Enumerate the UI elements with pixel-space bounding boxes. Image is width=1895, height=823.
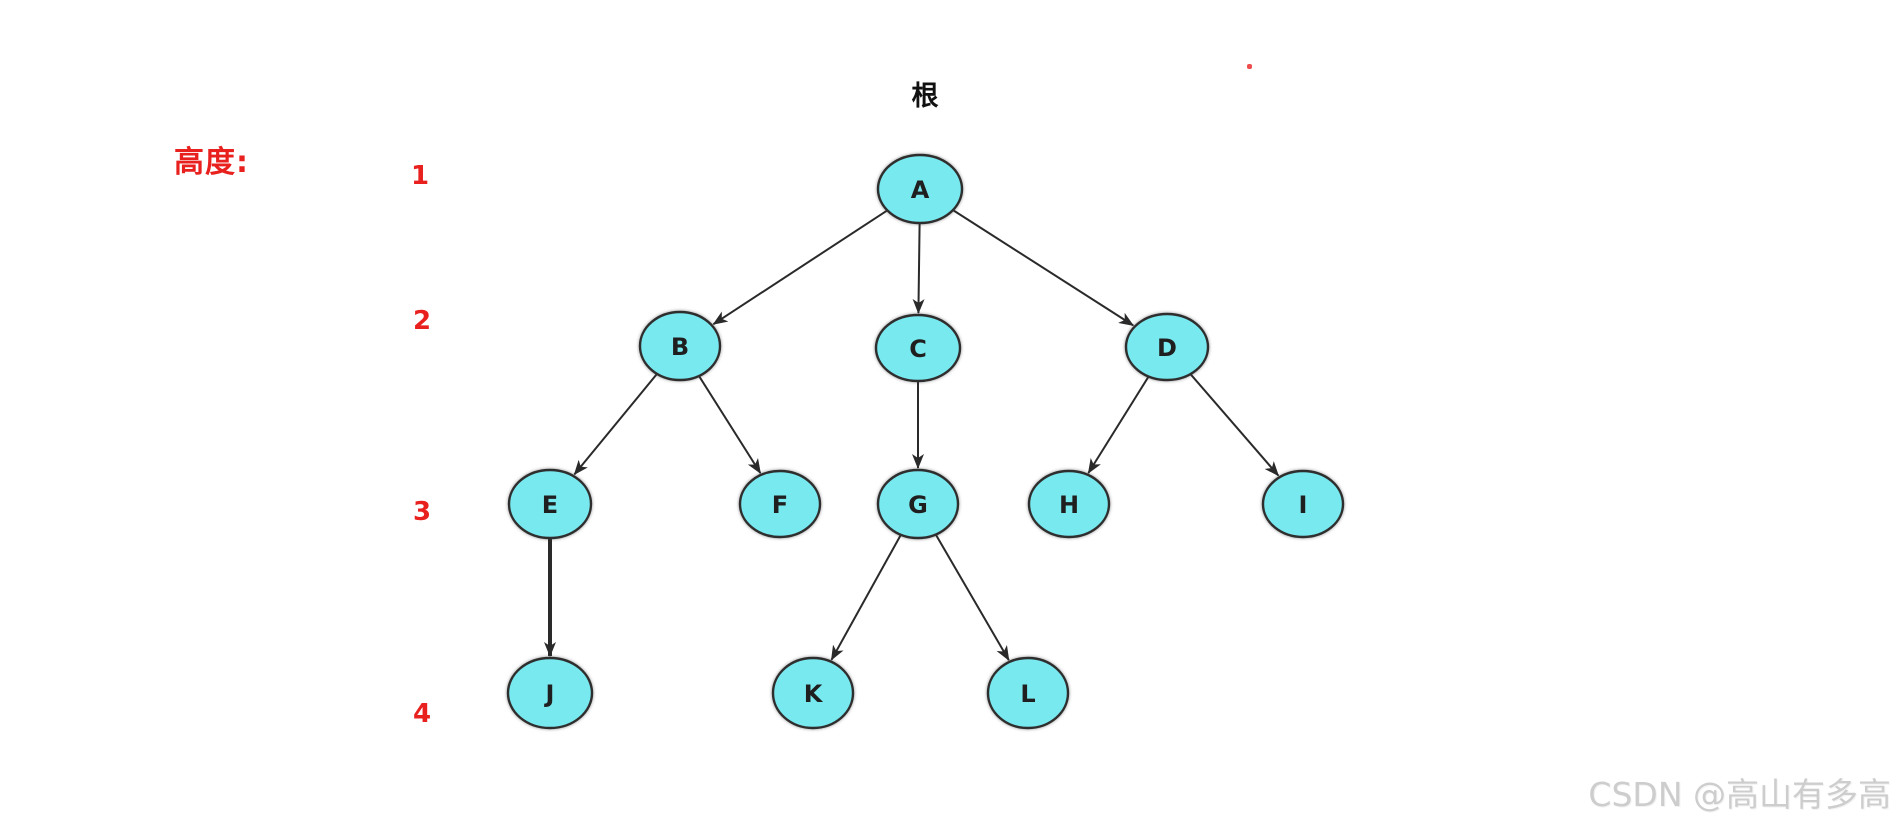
tree-node-A: A [876,153,964,225]
node-circle-B [638,310,722,382]
node-label-C: C [909,335,927,363]
tree-node-E: E [507,468,593,540]
node-label-I: I [1299,491,1308,519]
tree-node-H: H [1027,469,1111,539]
edge-D-to-H [1087,376,1149,474]
node-label-B: B [671,333,689,361]
tree-node-C: C [874,313,962,383]
edge-G-to-L [935,534,1010,661]
edge-B-to-F [698,376,762,474]
node-label-J: J [544,680,555,708]
edge-B-to-E [573,373,658,476]
node-circle-C [874,313,962,383]
edge-A-to-C [912,223,925,314]
node-label-L: L [1020,680,1035,708]
node-label-A: A [911,176,930,204]
node-circle-I [1261,469,1345,539]
tree-node-L: L [986,656,1070,730]
node-circle-F [738,469,822,539]
node-circle-J [506,656,594,730]
node-label-E: E [542,491,558,519]
node-circle-D [1124,312,1210,382]
node-label-G: G [908,491,928,519]
watermark-text: CSDN @高山有多高 [1588,775,1891,814]
height-axis-label: 高度: [174,145,249,180]
node-circle-H [1027,469,1111,539]
height-level-2: 2 [412,306,432,336]
red-dot-artifact [1247,64,1252,69]
height-level-4: 4 [412,699,432,729]
edge-A-to-B [712,210,888,326]
height-level-3: 3 [412,497,432,527]
edge-A-to-D [953,209,1135,327]
node-circle-A [876,153,964,225]
height-level-1: 1 [410,161,430,191]
node-label-D: D [1157,334,1177,362]
tree-node-J: J [506,656,594,730]
node-label-H: H [1059,491,1079,519]
tree-node-B: B [638,310,722,382]
tree-node-D: D [1124,312,1210,382]
node-label-K: K [804,680,824,708]
tree-node-F: F [738,469,822,539]
node-label-F: F [772,491,788,519]
tree-node-I: I [1261,469,1345,539]
edge-D-to-I [1190,374,1280,477]
root-title: 根 [911,81,939,112]
tree-node-K: K [771,656,855,730]
node-circle-L [986,656,1070,730]
edge-G-to-K [830,535,902,661]
node-circle-E [507,468,593,540]
tree-node-G: G [876,468,960,540]
node-circle-K [771,656,855,730]
node-circle-G [876,468,960,540]
